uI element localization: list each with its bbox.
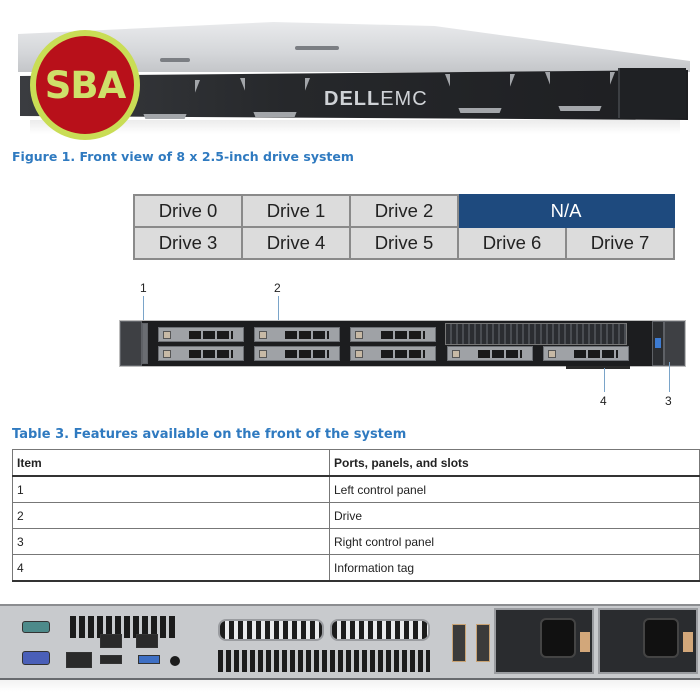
power-inlet-icon — [540, 618, 576, 658]
callout-1: 1 — [140, 281, 147, 295]
pcie-slot-2 — [330, 619, 430, 641]
item-description: Drive — [329, 502, 700, 529]
drive-grill — [381, 331, 425, 339]
item-description: Information tag — [329, 554, 700, 582]
item-number: 2 — [12, 502, 330, 529]
table-row: 2 Drive — [12, 502, 700, 529]
id-button-icon — [170, 656, 180, 666]
drive-cell: Drive 3 — [133, 226, 243, 260]
drive-bay-3 — [158, 346, 244, 361]
drive-release-icon — [548, 350, 556, 358]
left-control-panel — [120, 321, 142, 366]
drive-grill — [478, 350, 522, 358]
table-header-row: Item Ports, panels, and slots — [12, 449, 700, 477]
usb-port-icon — [655, 338, 661, 348]
table-row: 3 Right control panel — [12, 528, 700, 555]
logo-emc-text: EMC — [380, 88, 428, 110]
drive-cell: Drive 7 — [565, 226, 675, 260]
rear-vent — [70, 616, 175, 638]
ethernet-port-icon — [100, 634, 122, 648]
drive-release-icon — [259, 350, 267, 358]
drive-grill — [285, 350, 329, 358]
drive-bay-4 — [254, 346, 340, 361]
leader-line — [278, 296, 279, 332]
pcie-slot-1 — [218, 619, 324, 641]
drive-cell: Drive 1 — [241, 194, 351, 228]
drive-cell: Drive 2 — [349, 194, 459, 228]
drive-grill — [574, 350, 618, 358]
table-row: 4 Information tag — [12, 554, 700, 582]
drive-bay-0 — [158, 327, 244, 342]
table-row: 1 Left control panel — [12, 475, 700, 503]
drive-release-icon — [259, 331, 267, 339]
ethernet-port-icon — [136, 634, 158, 648]
drive-cell-na: N/A — [457, 194, 675, 228]
usb-port-icon — [100, 655, 122, 664]
table-title: Table 3. Features available on the front… — [12, 427, 407, 442]
idrac-port-icon — [66, 652, 92, 668]
features-table: Item Ports, panels, and slots 1 Left con… — [12, 449, 700, 582]
drive-map-row: Drive 3 Drive 4 Drive 5 Drive 6 Drive 7 — [133, 226, 675, 260]
drive-release-icon — [163, 350, 171, 358]
callout-4: 4 — [600, 394, 607, 408]
leader-line — [669, 362, 670, 392]
figure-caption: Figure 1. Front view of 8 x 2.5-inch dri… — [12, 149, 354, 164]
column-header-item: Item — [12, 449, 330, 477]
vga-port-icon — [22, 651, 50, 665]
item-number: 3 — [12, 528, 330, 555]
left-panel-strip — [142, 323, 148, 364]
psu-latch — [476, 624, 490, 662]
drive-cell: Drive 6 — [457, 226, 567, 260]
chassis-top-slot — [295, 46, 339, 50]
information-tag[interactable] — [566, 366, 630, 369]
drive-release-icon — [355, 350, 363, 358]
sba-badge-logo: SBA — [30, 30, 140, 140]
drive-cell: Drive 4 — [241, 226, 351, 260]
power-inlet-icon — [643, 618, 679, 658]
drive-bay-1 — [254, 327, 340, 342]
drive-release-icon — [452, 350, 460, 358]
serial-port-icon — [22, 621, 50, 633]
drive-release-icon — [163, 331, 171, 339]
column-header-ports: Ports, panels, and slots — [329, 449, 700, 477]
item-description: Left control panel — [329, 475, 700, 503]
callout-2: 2 — [274, 281, 281, 295]
sba-badge-text: SBA — [44, 63, 126, 107]
drive-cell: Drive 0 — [133, 194, 243, 228]
drive-cell: Drive 5 — [349, 226, 459, 260]
rear-vent-lower — [218, 650, 430, 672]
server-right-ear — [618, 68, 686, 118]
drive-bay-5 — [350, 346, 436, 361]
item-description: Right control panel — [329, 528, 700, 555]
rear-shadow — [0, 678, 700, 692]
usb3-port-icon — [138, 655, 160, 664]
drive-grill — [189, 331, 233, 339]
dell-emc-logo: DELLEMC — [324, 88, 428, 111]
drive-map-row: Drive 0 Drive 1 Drive 2 N/A — [133, 194, 675, 228]
chassis-top-slot — [160, 58, 190, 62]
server-shadow — [30, 120, 680, 134]
callout-3: 3 — [665, 394, 672, 408]
drive-bay-2 — [350, 327, 436, 342]
drive-slot-map: Drive 0 Drive 1 Drive 2 N/A Drive 3 Driv… — [133, 194, 675, 260]
blank-vent-panel — [445, 323, 627, 345]
drive-grill — [381, 350, 425, 358]
right-ear — [664, 321, 685, 366]
psu-latch — [452, 624, 466, 662]
item-number: 4 — [12, 554, 330, 582]
drive-grill — [285, 331, 329, 339]
drive-grill — [189, 350, 233, 358]
drive-bay-7 — [543, 346, 629, 361]
leader-line — [604, 368, 605, 392]
psu-handle[interactable] — [683, 632, 693, 652]
logo-dell-text: DELL — [324, 88, 381, 110]
leader-line — [143, 296, 144, 324]
item-number: 1 — [12, 475, 330, 503]
drive-release-icon — [355, 331, 363, 339]
psu-handle[interactable] — [580, 632, 590, 652]
drive-bay-6 — [447, 346, 533, 361]
